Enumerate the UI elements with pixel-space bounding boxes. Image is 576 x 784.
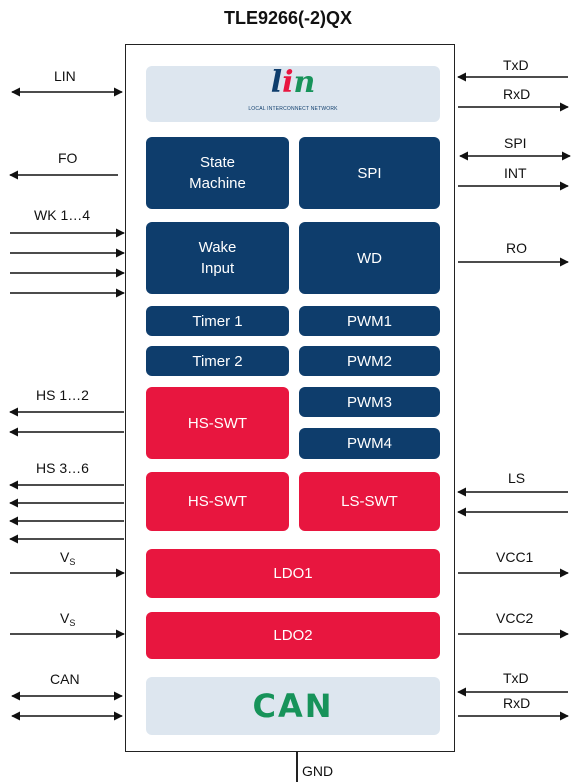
pin-label-gnd: GND <box>302 763 334 779</box>
can-logo: CAN <box>252 686 334 725</box>
hs-swt-1-block: HS-SWT <box>146 387 289 459</box>
pwm4-block: PWM4 <box>299 428 440 459</box>
timer1-block: Timer 1 <box>146 306 289 336</box>
lin-transceiver-block: lin LOCAL INTERCONNECT NETWORK <box>146 66 440 122</box>
pin-label-vs-1: VS <box>60 549 75 567</box>
ldo1-block: LDO1 <box>146 549 440 598</box>
wake-input-label-line1: Wake <box>198 239 237 256</box>
pwm1-block: PWM1 <box>299 306 440 336</box>
pin-label-spi: SPI <box>504 135 527 151</box>
wake-input-block: Wake Input <box>146 222 289 294</box>
pin-label-wk: WK 1…4 <box>34 207 91 223</box>
pin-label-rxd-bottom: RxD <box>503 695 531 711</box>
pin-label-hs36: HS 3…6 <box>36 460 89 476</box>
state-machine-label-line2: Machine <box>189 175 246 192</box>
gnd-line <box>296 752 298 782</box>
pin-label-txd-bottom: TxD <box>503 670 529 686</box>
pwm3-block: PWM3 <box>299 387 440 417</box>
pwm2-block: PWM2 <box>299 346 440 376</box>
lin-logo: lin <box>270 64 316 100</box>
lin-logo-subtitle: LOCAL INTERCONNECT NETWORK <box>248 105 338 112</box>
pin-label-can: CAN <box>50 671 80 687</box>
pin-label-vs-2: VS <box>60 610 75 628</box>
pin-label-fo: FO <box>58 150 78 166</box>
timer2-block: Timer 2 <box>146 346 289 376</box>
vs-main-text: V <box>60 549 70 565</box>
state-machine-label-line1: State <box>199 154 236 171</box>
pin-label-ls: LS <box>508 470 526 486</box>
pin-label-txd-top: TxD <box>503 57 529 73</box>
pin-label-ro: RO <box>506 240 527 256</box>
pin-label-int: INT <box>504 165 527 181</box>
wake-input-label-line2: Input <box>200 260 235 277</box>
vs-subscript: S <box>69 557 76 567</box>
diagram-title: TLE9266(-2)QX <box>223 8 353 28</box>
pin-label-vcc1: VCC1 <box>496 549 534 565</box>
pin-label-hs12: HS 1…2 <box>36 387 89 403</box>
can-transceiver-block: CAN <box>146 677 440 735</box>
vs-subscript: S <box>69 618 76 628</box>
pin-label-lin: LIN <box>54 68 76 84</box>
wd-block: WD <box>299 222 440 294</box>
ls-swt-block: LS-SWT <box>299 472 440 531</box>
vs-main-text: V <box>60 610 70 626</box>
hs-swt-2-block: HS-SWT <box>146 472 289 531</box>
state-machine-block: State Machine <box>146 137 289 209</box>
ldo2-block: LDO2 <box>146 612 440 659</box>
chip-body: lin LOCAL INTERCONNECT NETWORK State Mac… <box>125 44 455 752</box>
spi-block: SPI <box>299 137 440 209</box>
pin-label-rxd-top: RxD <box>503 86 531 102</box>
pin-label-vcc2: VCC2 <box>496 610 534 626</box>
